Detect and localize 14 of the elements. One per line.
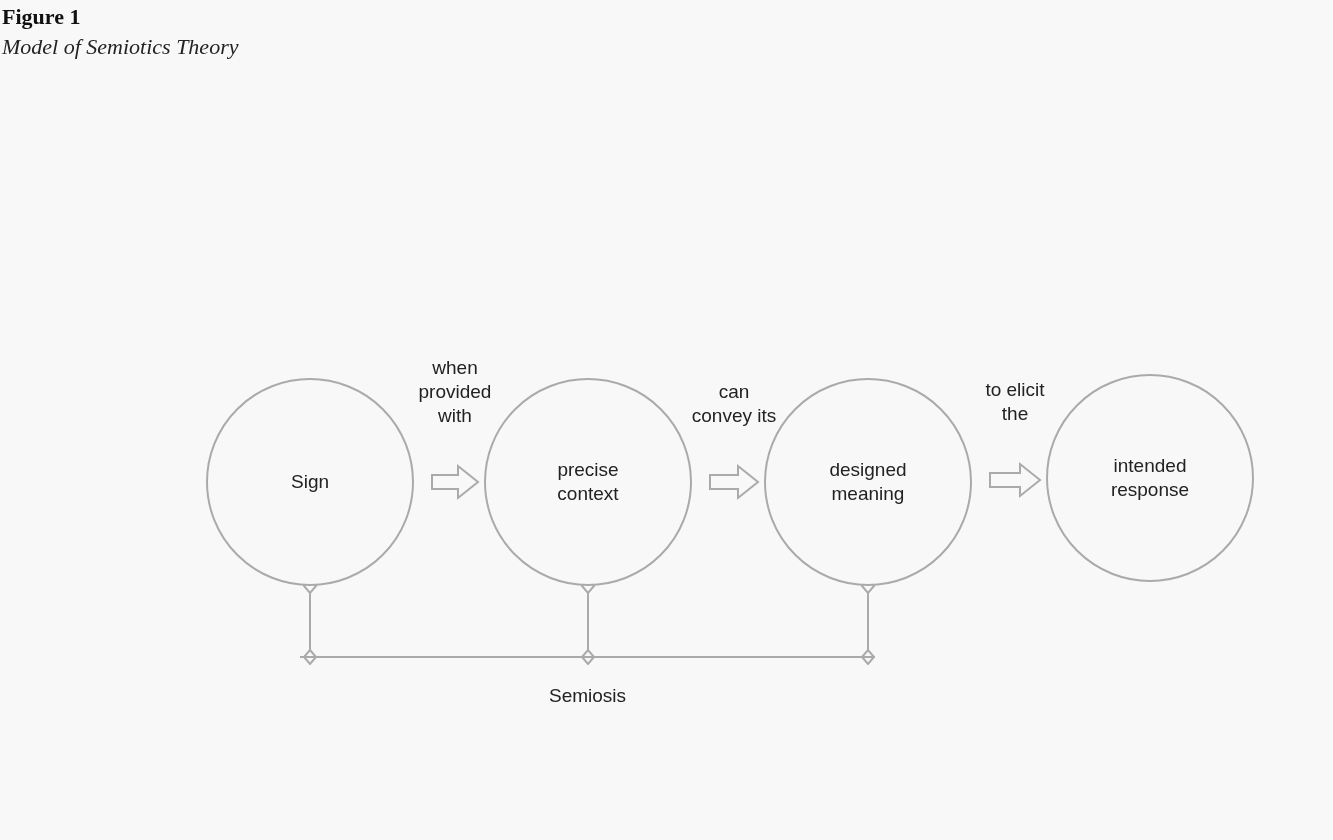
block-arrow: [431, 463, 480, 501]
bar-label: Semiosis: [548, 685, 627, 707]
figure-title: Figure 1: [2, 4, 81, 30]
edge-label: to elicit the: [984, 377, 1046, 425]
node-label: intended response: [1109, 454, 1191, 502]
node-label: precise context: [556, 458, 620, 506]
block-arrow: [709, 463, 760, 501]
edge-label: can convey its: [690, 379, 778, 427]
edge-label: when provided with: [417, 355, 493, 427]
node-label: designed meaning: [828, 458, 908, 506]
node-label: Sign: [291, 470, 329, 494]
block-arrow: [989, 461, 1042, 499]
connector-bar: [300, 656, 875, 658]
figure-subtitle: Model of Semiotics Theory: [2, 34, 239, 60]
